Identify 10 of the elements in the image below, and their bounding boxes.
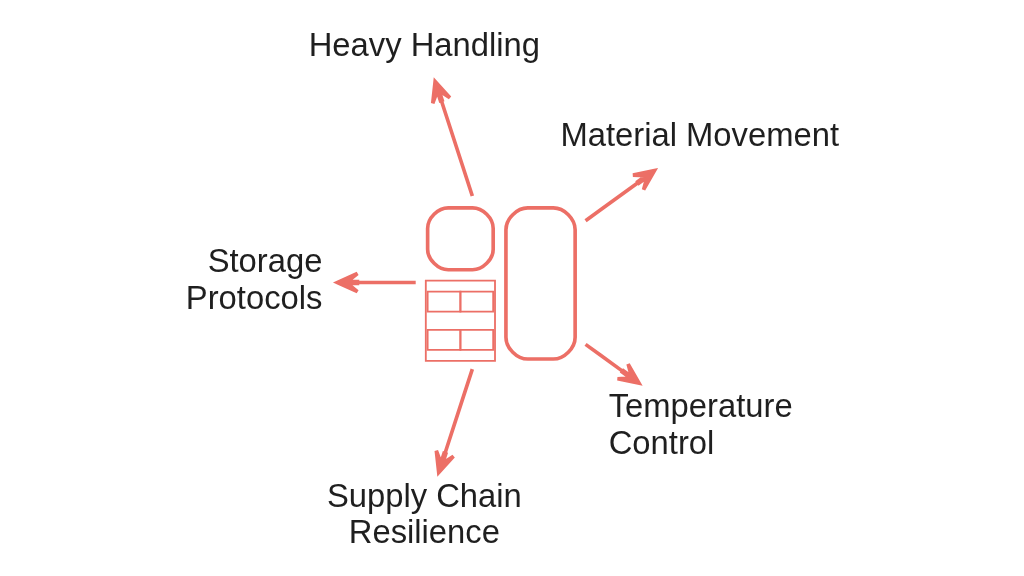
node-text: Material Movement xyxy=(560,115,840,153)
arrow xyxy=(584,168,657,223)
node-text: Temperature Control xyxy=(608,387,793,461)
node-text: Storage Protocols xyxy=(185,242,323,316)
arrow xyxy=(430,79,475,197)
node-text: Supply Chain Resilience xyxy=(326,476,522,551)
arrow xyxy=(584,342,641,386)
arrow xyxy=(335,271,416,294)
node-text: Heavy Handling xyxy=(308,26,541,64)
arrow xyxy=(434,368,475,475)
